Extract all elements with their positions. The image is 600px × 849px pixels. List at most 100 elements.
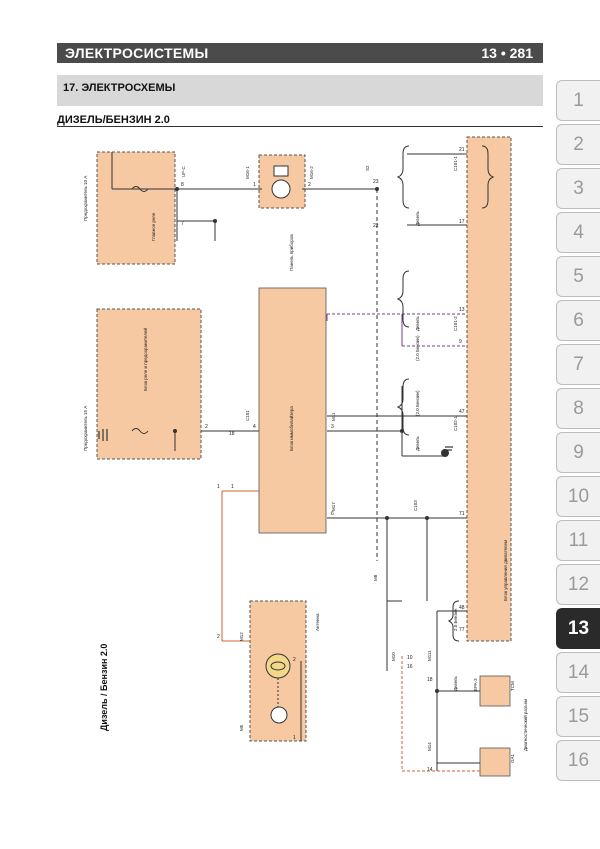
chapter-tab-6[interactable]: 6 [556,300,600,341]
chapter-tab-7[interactable]: 7 [556,344,600,385]
chapter-tab-12[interactable]: 12 [556,564,600,605]
svg-text:8: 8 [181,182,184,188]
fuse-block-top [96,151,176,265]
svg-text:C101: C101 [245,410,250,421]
svg-text:M111: M111 [427,650,432,661]
svg-text:2: 2 [293,657,296,663]
svg-text:14: 14 [427,767,433,773]
antenna-coil-inner [270,661,286,671]
svg-text:C103: C103 [413,500,418,511]
wires-top [111,152,467,561]
svg-text:M12: M12 [239,632,244,641]
relay-fuse-block [96,308,202,460]
ecm-block [466,136,512,642]
chapter-tab-2[interactable]: 2 [556,124,600,165]
svg-text:2: 2 [308,182,311,188]
svg-text:1: 1 [253,182,256,188]
svg-text:Блок реле и предохранителей: Блок реле и предохранителей [142,328,148,391]
wires-orange [221,490,480,772]
connector-brackets [396,145,495,642]
svg-text:9: 9 [459,339,462,345]
svg-text:47: 47 [459,409,465,415]
svg-text:Дизель: Дизель [415,315,420,331]
svg-text:10: 10 [407,655,413,661]
svg-text:23: 23 [373,179,379,185]
chapter-tab-3[interactable]: 3 [556,168,600,209]
svg-text:7: 7 [181,221,184,227]
svg-text:48: 48 [459,605,465,611]
svg-text:21: 21 [459,147,465,153]
diagram-title: ДИЗЕЛЬ/БЕНЗИН 2.0 [57,114,170,126]
svg-text:1: 1 [293,735,296,741]
chapter-tab-16[interactable]: 16 [556,740,600,781]
svg-text:1: 1 [231,484,234,490]
svg-text:2: 2 [217,634,220,640]
svg-text:16: 16 [407,664,413,670]
key-symbol [270,706,288,724]
svg-text:M10: M10 [391,652,396,661]
svg-text:M14: M14 [427,742,432,751]
diagnostic-block-1 [479,675,511,707]
svg-text:4: 4 [253,424,256,430]
svg-text:Дизель: Дизель [453,675,458,691]
svg-text:71: 71 [459,511,465,517]
chapter-tab-10[interactable]: 10 [556,476,600,517]
svg-text:18: 18 [427,677,433,683]
antenna-coil-symbol [265,653,291,679]
svg-text:3: 3 [331,424,334,430]
chapter-tab-5[interactable]: 5 [556,256,600,297]
svg-text:C102-1: C102-1 [453,416,458,431]
section-heading: 17. ЭЛЕКТРОСХЕМЫ [57,75,543,106]
chapter-tab-11[interactable]: 11 [556,520,600,561]
svg-text:C101-2: C101-2 [453,316,458,331]
chapter-tab-4[interactable]: 4 [556,212,600,253]
chapter-tab-13[interactable]: 13 [556,608,600,649]
svg-text:6: 6 [331,511,334,517]
svg-text:Дизель: Дизель [415,435,420,451]
svg-text:M16-1: M16-1 [245,166,250,179]
wires-purple [326,313,467,347]
chapter-tab-15[interactable]: 15 [556,696,600,737]
ground-node [441,449,449,457]
chapter-title: ЭЛЕКТРОСИСТЕМЫ [65,45,209,61]
svg-text:M11: M11 [331,412,336,421]
chapter-tab-1[interactable]: 1 [556,80,600,121]
vertical-labels: Предохранитель 10 A Предохранитель 15 A … [83,176,528,751]
page-header: ЭЛЕКТРОСИСТЕМЫ 13 • 281 [57,43,543,63]
svg-text:M5: M5 [239,724,244,731]
chapter-tab-14[interactable]: 14 [556,652,600,693]
svg-text:18: 18 [229,431,235,437]
instrument-gauge-symbol [271,179,291,199]
instrument-indicator [273,165,289,177]
diagnostic-block-2 [479,747,511,777]
svg-text:Дизель: Дизель [415,210,420,226]
svg-text:Главное реле: Главное реле [151,212,156,241]
svg-text:M8: M8 [373,574,378,581]
svg-text:M16-2: M16-2 [309,166,314,179]
svg-text:Панель приборов: Панель приборов [289,234,294,271]
svg-text:Диагностический разъем: Диагностический разъем [522,699,528,751]
svg-text:Блок управления двигателем: Блок управления двигателем [503,540,508,601]
chapter-tab-9[interactable]: 9 [556,432,600,473]
junction-dots [173,187,439,693]
page-number: 13 • 281 [481,45,533,61]
chapter-tab-8[interactable]: 8 [556,388,600,429]
divider [57,126,543,127]
fuse-symbols [131,186,149,434]
svg-text:77: 77 [459,627,465,633]
svg-text:EPA-3: EPA-3 [473,678,478,691]
svg-text:(2.0 Бензин): (2.0 Бензин) [415,390,420,416]
svg-text:GA1: GA1 [510,753,515,763]
rotated-diagram-title: Дизель / Бензин 2.0 [99,644,109,731]
svg-text:Блок иммобилайзера: Блок иммобилайзера [288,406,294,451]
svg-text:13: 13 [459,307,465,313]
svg-text:M17: M17 [331,502,336,511]
svg-text:S2: S2 [365,165,370,171]
svg-text:1: 1 [217,484,220,490]
svg-text:22: 22 [373,223,379,229]
svg-text:UF-C: UF-C [181,166,186,177]
svg-text:2.0 Бензин: 2.0 Бензин [453,608,458,631]
svg-text:Предохранитель 10 A: Предохранитель 10 A [83,176,88,221]
